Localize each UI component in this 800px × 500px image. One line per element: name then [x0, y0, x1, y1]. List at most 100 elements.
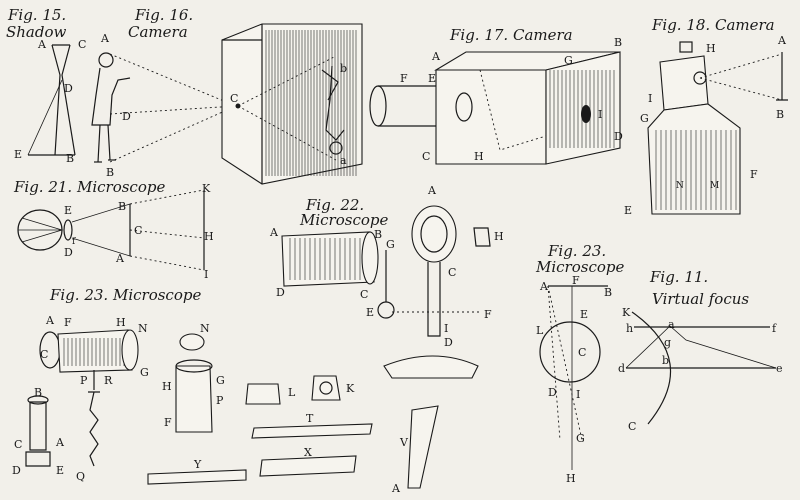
fig-18-camera: Fig. 18. Camera A B H I G F E N M [624, 16, 788, 217]
fig22-label-a-stand: A [427, 184, 437, 197]
fig-22-microscope: Fig. 22. Microscope A B D C A G C H E F … [269, 184, 504, 379]
fig17-label-d: D [614, 130, 623, 143]
fig23a-label-b: B [604, 286, 612, 299]
fig-16-camera: Fig. 16. Camera A D B C b a [91, 6, 363, 185]
fig17-label-a: A [431, 50, 441, 63]
fig-23-microscope-geometric: Fig. 23. Microscope F A B E L C D I G H [535, 242, 624, 485]
fig23b-label-a2: A [55, 436, 65, 449]
fig11-label-f: f [772, 322, 777, 335]
fig23b-label-x: X [304, 446, 312, 459]
fig17-label-g: G [564, 54, 573, 67]
fig-23b-title: Fig. 23. Microscope [49, 286, 201, 304]
fig23b-label-v: V [399, 436, 409, 449]
fig22-label-d: D [276, 286, 285, 299]
fig23b-label-p2: P [216, 394, 224, 407]
fig-15-subtitle: Shadow [6, 23, 67, 41]
fig22-label-e: E [366, 306, 374, 319]
fig-11-subtitle: Virtual focus [652, 290, 749, 308]
fig23b-label-g: G [140, 366, 149, 379]
fig23b-label-d: D [12, 464, 21, 477]
fig-17-title: Fig. 17. Camera [449, 26, 573, 44]
fig-22-subtitle: Microscope [299, 211, 388, 229]
fig22-label-c-stand: C [448, 266, 456, 279]
fig21-label-d: D [64, 246, 73, 259]
fig16-label-b-small: b [340, 62, 347, 75]
fig22-label-b: B [374, 228, 382, 241]
fig15-label-e: E [14, 148, 22, 161]
fig-16-title: Fig. 16. [134, 6, 193, 24]
fig-15-title: Fig. 15. [7, 6, 66, 24]
fig18-label-n: N [676, 181, 684, 191]
fig23b-label-f2: F [164, 416, 172, 429]
fig22-label-d: D [444, 336, 453, 349]
fig17-label-c: C [422, 150, 430, 163]
fig22-label-c: C [360, 288, 368, 301]
fig23b-label-k: K [346, 382, 355, 395]
fig18-label-a: A [777, 34, 787, 47]
fig18-label-i: I [648, 92, 652, 105]
fig21-label-e: E [64, 204, 72, 217]
fig22-label-i: I [444, 322, 448, 335]
fig22-label-f: F [484, 308, 492, 321]
fig11-label-d: d [618, 362, 625, 375]
fig11-label-k: K [622, 306, 631, 319]
fig23b-label-f: F [64, 316, 72, 329]
fig17-label-f: F [400, 72, 408, 85]
fig23a-label-e: E [580, 308, 588, 321]
fig21-label-i: I [204, 268, 208, 281]
fig23b-label-q: Q [76, 470, 85, 483]
fig23b-label-l: L [288, 386, 296, 399]
fig-11-title: Fig. 11. [649, 268, 708, 286]
fig-21-microscope: Fig. 21. Microscope E D f B C A K H I [13, 178, 214, 281]
fig-18-title: Fig. 18. Camera [651, 16, 775, 34]
fig16-camera-box: C b a [221, 23, 363, 185]
fig23a-label-d: D [548, 386, 557, 399]
fig21-label-h: H [204, 230, 214, 243]
fig22-label-h: H [494, 230, 504, 243]
fig-15-shadow: Fig. 15. Shadow A C D E B [6, 6, 86, 165]
fig22-label-g: G [386, 238, 395, 251]
fig15-label-b: B [66, 152, 74, 165]
fig18-label-h: H [706, 42, 716, 55]
fig15-label-c: C [78, 38, 86, 51]
fig18-label-b: B [776, 108, 784, 121]
fig11-label-e: e [776, 362, 783, 375]
fig23b-label-h2: H [162, 380, 172, 393]
fig23b-label-a3: A [391, 482, 401, 495]
fig11-label-a: a [668, 318, 675, 331]
fig23a-label-i: I [576, 388, 580, 401]
fig23a-label-g: G [576, 432, 585, 445]
fig18-label-g: G [640, 112, 649, 125]
fig23b-label-n: N [138, 322, 148, 335]
fig23b-label-r: R [104, 374, 113, 387]
fig23a-label-c: C [578, 346, 586, 359]
fig18-label-e: E [624, 204, 632, 217]
fig23b-label-b: B [34, 386, 42, 399]
fig23b-label-c: C [40, 348, 48, 361]
fig21-label-b: B [118, 200, 126, 213]
fig16-man [91, 52, 131, 163]
fig23b-label-h: H [116, 316, 126, 329]
fig11-label-b: b [662, 354, 669, 367]
fig23a-label-h: H [566, 472, 576, 485]
fig23b-label-g2: G [216, 374, 225, 387]
fig17-label-b: B [614, 36, 622, 49]
fig-21-title: Fig. 21. Microscope [13, 178, 165, 196]
fig-11-virtual-focus: Fig. 11. Virtual focus K h a g b f e d C [618, 268, 783, 433]
fig23b-label-e: E [56, 464, 64, 477]
fig-17-camera: Fig. 17. Camera A F E G B I D C H [369, 26, 623, 165]
fig21-label-c: C [134, 224, 142, 237]
fig-22-title: Fig. 22. [305, 196, 364, 214]
fig22-label-a: A [269, 226, 279, 239]
fig-16-subtitle: Camera [128, 23, 188, 41]
fig11-label-g: g [664, 336, 671, 349]
fig-23a-title: Fig. 23. [547, 242, 606, 260]
fig-23-microscope-apparatus: Fig. 23. Microscope A F H N C G P R Q B … [12, 286, 439, 495]
fig17-label-i: I [598, 108, 602, 121]
fig15-label-a: A [37, 38, 47, 51]
fig23b-label-c2: C [14, 438, 22, 451]
fig17-label-e: E [428, 72, 436, 85]
fig16-label-b: B [106, 166, 114, 179]
fig21-label-a: A [115, 252, 125, 265]
fig-23a-subtitle: Microscope [535, 258, 624, 276]
